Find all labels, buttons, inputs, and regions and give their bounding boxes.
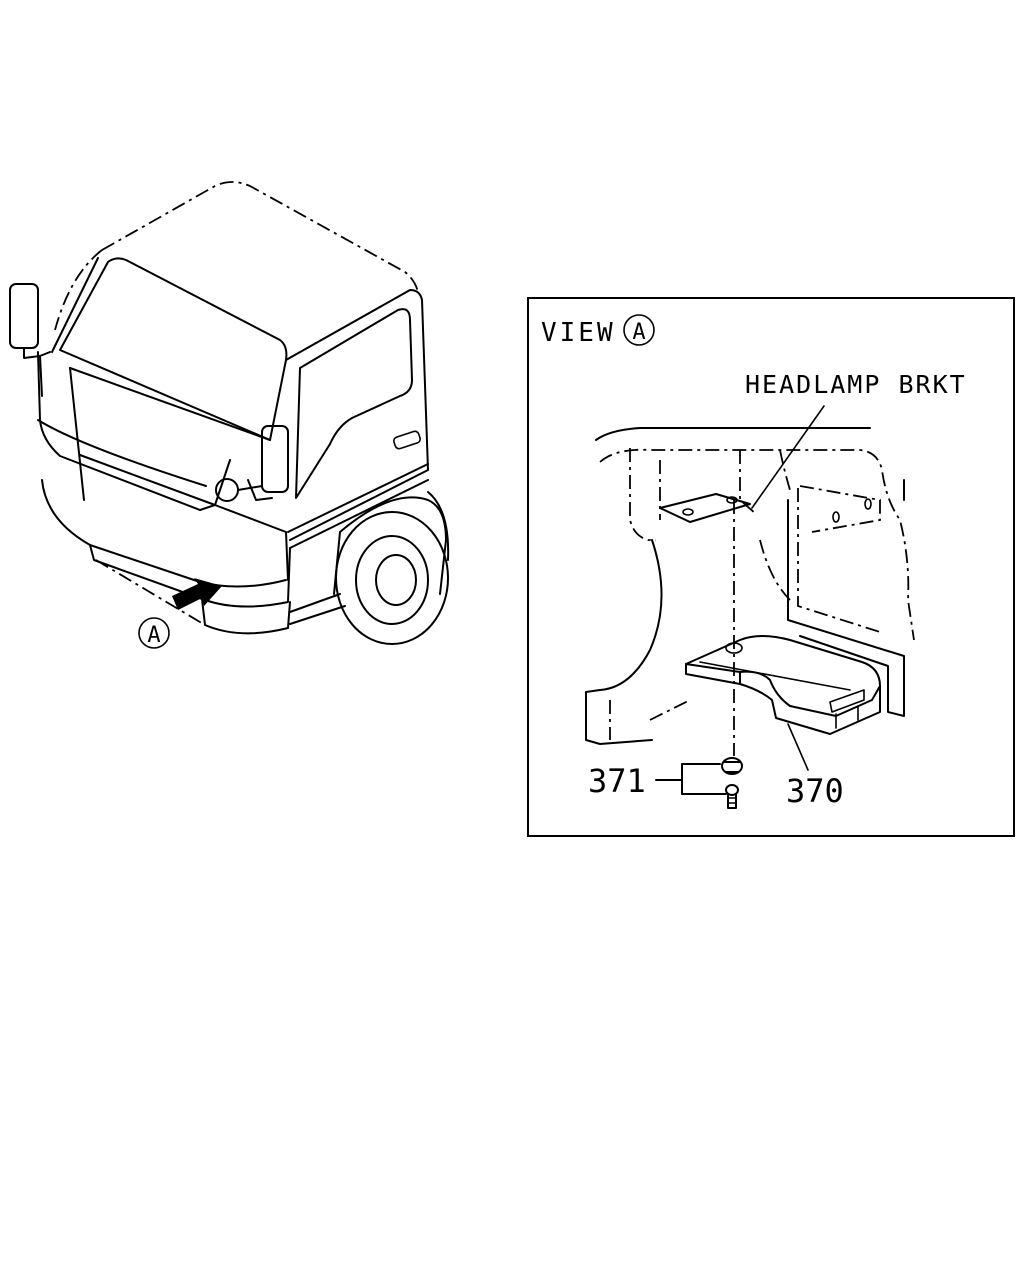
clip-nut-icon [721,757,743,775]
truck-cab-illustration: A [9,181,450,649]
part-number-371: 371 [588,762,646,800]
headlamp-brkt-label: HEADLAMP BRKT [745,370,967,399]
view-a-frame [527,297,1015,837]
screw-icon [725,784,739,809]
view-label: VIEW [541,318,616,348]
view-callout-circle [623,314,655,346]
view-arrow-icon [172,578,222,610]
part-number-370: 370 [786,772,844,810]
callout-a-circle [138,617,170,649]
view-callout-letter: A [632,320,645,345]
view-a-detail: VIEW A HEADLAMP BRKT [527,297,1015,837]
callout-a-letter: A [147,623,160,648]
